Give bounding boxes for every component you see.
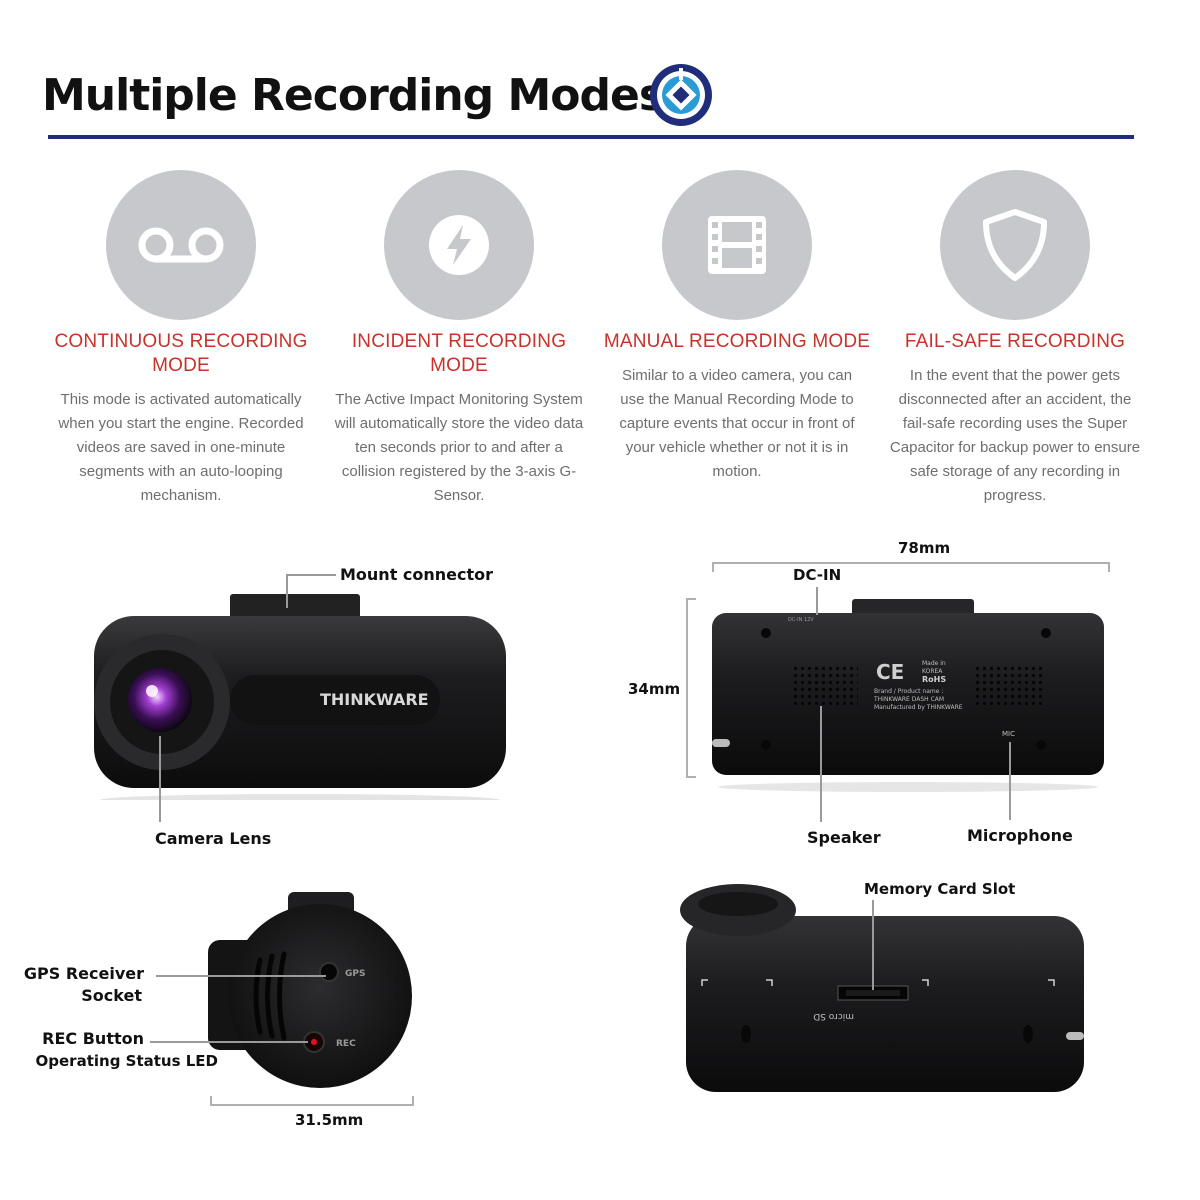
height-dimension-line bbox=[686, 598, 696, 778]
mode-icon-circle bbox=[662, 170, 812, 320]
label-width: 78mm bbox=[898, 539, 951, 557]
label-dc-in: DC-IN bbox=[793, 566, 842, 584]
mode-incident: INCIDENT RECORDING MODE The Active Impac… bbox=[324, 170, 594, 508]
shield-icon bbox=[983, 209, 1047, 281]
mode-continuous: CONTINUOUS RECORDING MODE This mode is a… bbox=[46, 170, 316, 508]
label-status-led: Operating Status LED bbox=[35, 1052, 218, 1070]
width-dimension-line bbox=[712, 562, 1110, 572]
mode-description: This mode is activated automatically whe… bbox=[58, 391, 304, 504]
leader-line bbox=[156, 975, 326, 977]
side-print-gps: GPS bbox=[345, 969, 365, 979]
mode-title: MANUAL RECORDING MODE bbox=[603, 331, 871, 352]
front-brand-text: THINKWARE bbox=[320, 690, 429, 709]
back-print-brand: Brand / Product name : bbox=[874, 688, 943, 695]
mode-description: In the event that the power gets disconn… bbox=[889, 367, 1141, 504]
side-view-camera-illustration: GPS REC bbox=[208, 892, 412, 1088]
bottom-view-camera-illustration: micro SD bbox=[680, 884, 1084, 1092]
mode-manual: MANUAL RECORDING MODE Similar to a video… bbox=[602, 170, 872, 484]
label-camera-lens: Camera Lens bbox=[155, 829, 272, 848]
leader-line bbox=[150, 1041, 308, 1043]
mode-description: Similar to a video camera, you can use t… bbox=[619, 367, 855, 480]
back-print-product: THINKWARE DASH CAM bbox=[873, 696, 944, 703]
leader-line bbox=[1009, 742, 1011, 820]
brand-logo-icon bbox=[650, 64, 712, 126]
leader-line bbox=[816, 587, 818, 615]
back-print-mic: MIC bbox=[1002, 730, 1015, 738]
film-strip-icon bbox=[708, 216, 766, 274]
back-print-made-in: Made in bbox=[922, 660, 946, 667]
lightning-bolt-icon bbox=[429, 215, 489, 275]
back-print-manufactured: Manufactured by THINKWARE bbox=[874, 704, 963, 711]
label-speaker: Speaker bbox=[807, 828, 881, 847]
voicemail-icon bbox=[138, 227, 224, 263]
depth-dimension-line bbox=[210, 1096, 414, 1106]
mode-failsafe: FAIL-SAFE RECORDING In the event that th… bbox=[880, 170, 1150, 508]
label-microphone: Microphone bbox=[967, 826, 1073, 845]
page-title: Multiple Recording Modes bbox=[42, 70, 665, 121]
back-print-korea: KOREA bbox=[922, 668, 943, 675]
mode-icon-circle bbox=[106, 170, 256, 320]
back-print-rohs: RoHS bbox=[922, 675, 946, 684]
label-depth: 31.5mm bbox=[295, 1111, 364, 1129]
label-gps-receiver: GPS Receiver bbox=[23, 964, 144, 983]
label-rec-button: REC Button bbox=[42, 1029, 144, 1048]
label-mount-connector: Mount connector bbox=[340, 565, 494, 584]
leader-line bbox=[820, 706, 822, 822]
leader-line bbox=[872, 900, 874, 990]
mode-description: The Active Impact Monitoring System will… bbox=[334, 391, 584, 504]
mode-title: CONTINUOUS RECORDING MODE bbox=[54, 331, 308, 376]
back-print-ce: CE bbox=[876, 660, 904, 684]
label-memory-card-slot: Memory Card Slot bbox=[864, 880, 1016, 898]
side-print-rec: REC bbox=[336, 1039, 356, 1049]
mode-title: FAIL-SAFE RECORDING bbox=[904, 331, 1126, 352]
front-view-camera-illustration bbox=[94, 594, 506, 800]
label-height: 34mm bbox=[628, 680, 681, 698]
bottom-print-micro-sd: micro SD bbox=[813, 1011, 854, 1021]
leader-line bbox=[286, 574, 336, 576]
leader-line bbox=[159, 736, 161, 822]
label-gps-socket: Socket bbox=[81, 986, 142, 1005]
mode-icon-circle bbox=[384, 170, 534, 320]
leader-line bbox=[286, 574, 288, 608]
back-view-camera-illustration: CE Made in KOREA RoHS Brand / Product na… bbox=[712, 599, 1104, 792]
mode-title: INCIDENT RECORDING MODE bbox=[351, 331, 567, 376]
back-print-dc-in: DC-IN 12V bbox=[788, 617, 814, 623]
mode-icon-circle bbox=[940, 170, 1090, 320]
title-divider bbox=[48, 135, 1134, 139]
